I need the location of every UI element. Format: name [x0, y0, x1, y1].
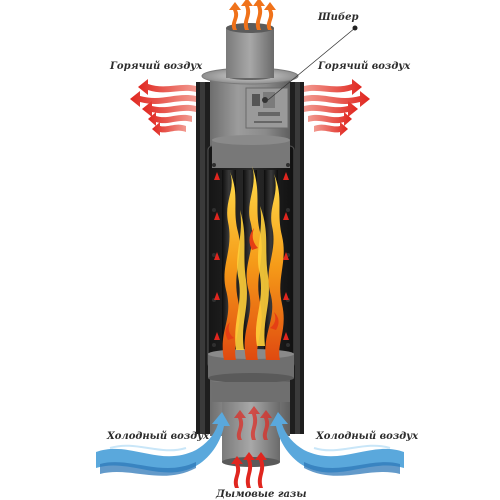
damper-leader-dot: [352, 25, 358, 31]
label-hot-air-right: Горячий воздух: [318, 61, 411, 72]
casing-bolts: [212, 163, 290, 347]
cold-air-stream-right: [270, 412, 404, 476]
label-cold-air-left: Холодный воздух: [107, 431, 210, 442]
bottom-inlet-pipe: [212, 382, 290, 467]
exhaust-arrows: [229, 0, 276, 30]
label-flue-gases: Дымовые газы: [216, 489, 307, 500]
hot-air-arrows-right: [304, 79, 370, 136]
label-cold-air-right: Холодный воздух: [316, 431, 419, 442]
damper-plate: [245, 87, 289, 129]
damper-leader-line: [267, 27, 356, 101]
flames: [222, 166, 284, 360]
label-hot-air-left: Горячий воздух: [110, 61, 203, 72]
top-cap: [201, 23, 299, 85]
cold-air-stream-left: [96, 412, 230, 476]
label-damper: Шибер: [318, 12, 359, 23]
firebox-gap-arrows: [214, 172, 289, 340]
flue-gas-arrows: [231, 406, 272, 488]
hot-air-arrows-left: [130, 79, 196, 136]
